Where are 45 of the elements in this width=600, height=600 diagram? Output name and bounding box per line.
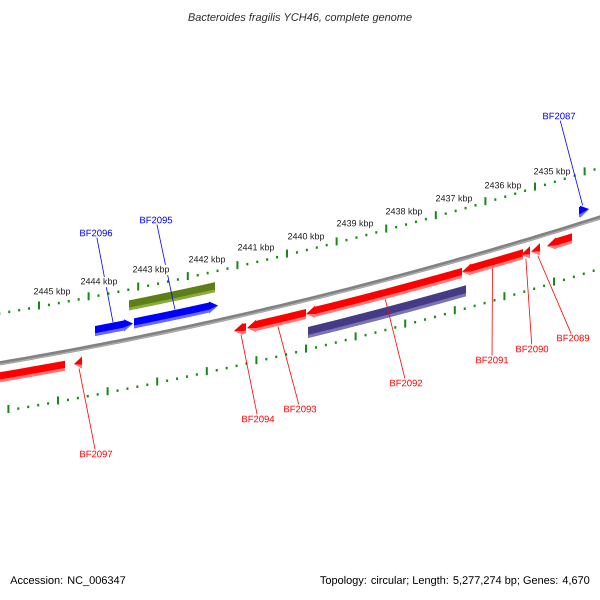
leader-line bbox=[384, 298, 406, 379]
gene-block bbox=[462, 249, 523, 276]
gene-label: BF2090 bbox=[516, 346, 548, 352]
gene-label: BF2096 bbox=[80, 230, 112, 236]
gene-block bbox=[521, 246, 530, 258]
gene-label: BF2092 bbox=[390, 380, 422, 386]
scale-label: 2439 kbp bbox=[336, 218, 374, 230]
gene-block bbox=[95, 319, 133, 336]
gene-block bbox=[247, 308, 306, 332]
leader-line bbox=[156, 224, 176, 310]
scale-label: 2443 kbp bbox=[132, 264, 170, 276]
scale-label: 2437 kbp bbox=[434, 194, 474, 204]
gene-block bbox=[531, 243, 540, 256]
gene-label: BF2089 bbox=[557, 334, 590, 342]
scale-label: 2445 kbp bbox=[32, 286, 72, 298]
gene-label: BF2091 bbox=[476, 356, 508, 364]
leader-line bbox=[525, 258, 532, 345]
gene-block bbox=[579, 206, 589, 218]
scale-label: 2438 kbp bbox=[384, 206, 424, 218]
leader-line bbox=[240, 334, 258, 415]
scale-label: 2441 kbp bbox=[236, 242, 276, 254]
leader-line bbox=[78, 368, 96, 450]
leader-line bbox=[96, 237, 114, 323]
gene-label: BF2094 bbox=[242, 416, 274, 422]
gene-block bbox=[234, 322, 246, 335]
feature-bar bbox=[308, 285, 466, 338]
leader-line bbox=[278, 326, 300, 405]
leader-line bbox=[537, 255, 572, 334]
gene-block bbox=[74, 356, 82, 369]
title: Bacteroides fragilis YCH46, complete genome bbox=[188, 12, 412, 24]
scale-label: 2440 kbp bbox=[286, 232, 326, 242]
gene-block bbox=[547, 233, 572, 250]
scale-label: 2444 kbp bbox=[80, 276, 118, 288]
footer-text: Accession: NC_006347 bbox=[10, 576, 126, 586]
leader-line bbox=[492, 268, 493, 356]
gene-block bbox=[134, 302, 218, 328]
scale-label: 2435 kbp bbox=[532, 166, 572, 178]
scale-label: 2442 kbp bbox=[188, 254, 226, 266]
gene-label: BF2095 bbox=[140, 216, 172, 224]
gene-label: BF2087 bbox=[543, 112, 576, 120]
scale-label: 2436 kbp bbox=[484, 180, 522, 192]
leader-line bbox=[560, 120, 584, 206]
gene-label: BF2097 bbox=[80, 450, 112, 458]
footer-text: Topology: circular; Length: 5,277,274 bp; Genes: 4,670 bbox=[320, 576, 590, 586]
gene-label: BF2093 bbox=[284, 406, 316, 412]
